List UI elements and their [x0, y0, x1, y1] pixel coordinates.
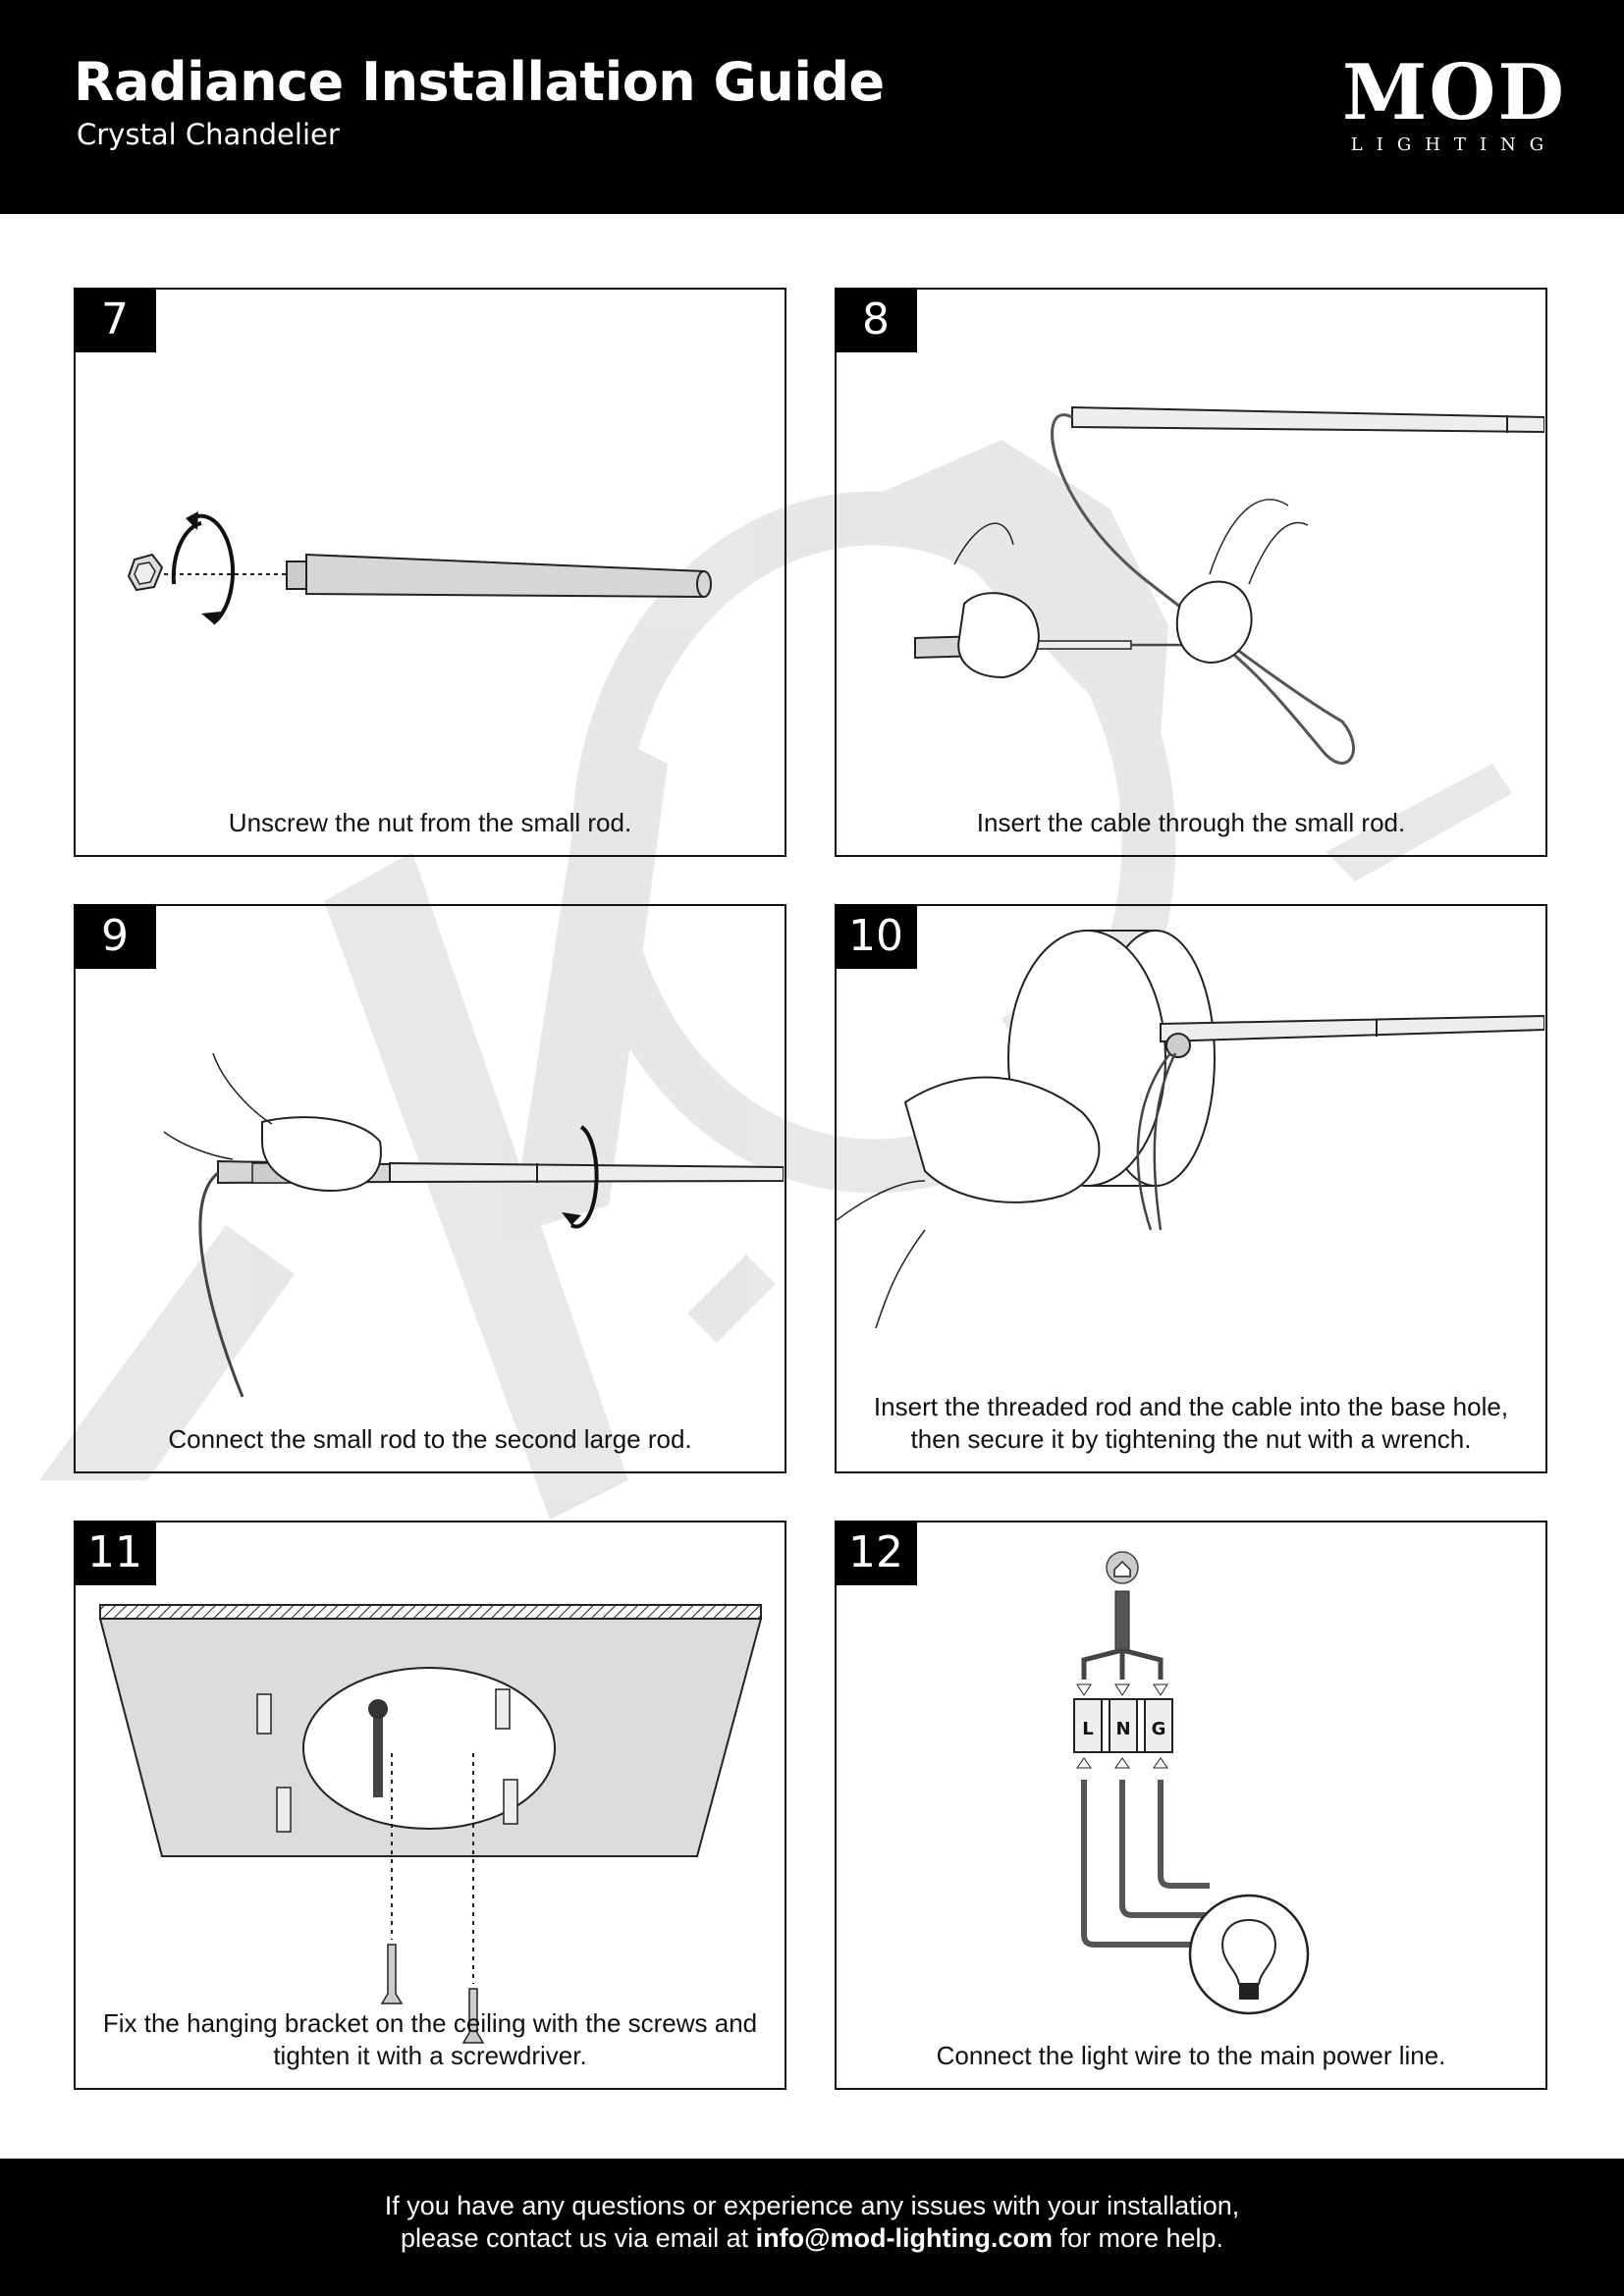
step-12-caption: Connect the light wire to the main power…	[936, 2041, 1446, 2070]
hanging-bracket-illustration	[98, 1604, 763, 2044]
terminal-label-l: L	[1082, 1719, 1093, 1739]
logo-tagline: LIGHTING	[1350, 134, 1558, 155]
insert-cable-illustration	[914, 405, 1544, 765]
step-9-panel: 9 Connect the small rod to the second la…	[74, 904, 786, 1473]
step-10-caption: Insert the threaded rod and the cable in…	[873, 1392, 1509, 1454]
support-line-2: please contact us via email at info@mod-…	[0, 2222, 1624, 2255]
support-line-1: If you have any questions or experience …	[384, 2191, 1240, 2220]
step-8-panel: 8 Insert the cable through the small rod…	[835, 288, 1547, 857]
page-subtitle: Crystal Chandelier	[77, 118, 340, 151]
support-message: If you have any questions or experience …	[0, 2190, 1624, 2255]
header-bar: Radiance Installation Guide Crystal Chan…	[0, 0, 1624, 214]
connect-rods-illustration	[163, 1052, 784, 1398]
step-number: 10	[835, 904, 917, 969]
terminal-label-n: N	[1115, 1719, 1130, 1739]
logo-wordmark: MOD	[1342, 48, 1566, 137]
step-number: 9	[74, 904, 156, 969]
step-12-panel: 12 L N G Connect the light wire to the m…	[835, 1521, 1547, 2090]
support-line-2-prefix: please contact us via email at	[400, 2223, 756, 2253]
secure-base-illustration	[837, 930, 1544, 1329]
brand-logo: MOD LIGHTING	[1340, 54, 1568, 162]
wiring-diagram-illustration: L N G	[1073, 1551, 1310, 2015]
step-11-panel: 11 Fix the hanging bracket on the ceilin…	[74, 1521, 786, 2090]
support-email-link[interactable]: info@mod-lighting.com	[755, 2223, 1053, 2253]
unscrew-nut-illustration	[127, 511, 712, 625]
footer-bar: If you have any questions or experience …	[0, 2159, 1624, 2296]
step-number: 12	[835, 1521, 917, 1585]
step-8-caption: Insert the cable through the small rod.	[976, 808, 1406, 837]
step-7-panel: 7 Unscrew the nut from the small rod.	[74, 288, 786, 857]
terminal-label-g: G	[1152, 1719, 1166, 1739]
step-11-caption: Fix the hanging bracket on the ceiling w…	[102, 2008, 758, 2070]
step-7-caption: Unscrew the nut from the small rod.	[228, 808, 632, 837]
step-number: 7	[74, 288, 156, 352]
page-title: Radiance Installation Guide	[74, 51, 885, 113]
step-9-caption: Connect the small rod to the second larg…	[168, 1424, 692, 1454]
support-line-2-suffix: for more help.	[1052, 2223, 1224, 2253]
step-10-panel: 10 Insert the threaded rod and the cable…	[835, 904, 1547, 1473]
step-number: 11	[74, 1521, 156, 1585]
step-number: 8	[835, 288, 917, 352]
